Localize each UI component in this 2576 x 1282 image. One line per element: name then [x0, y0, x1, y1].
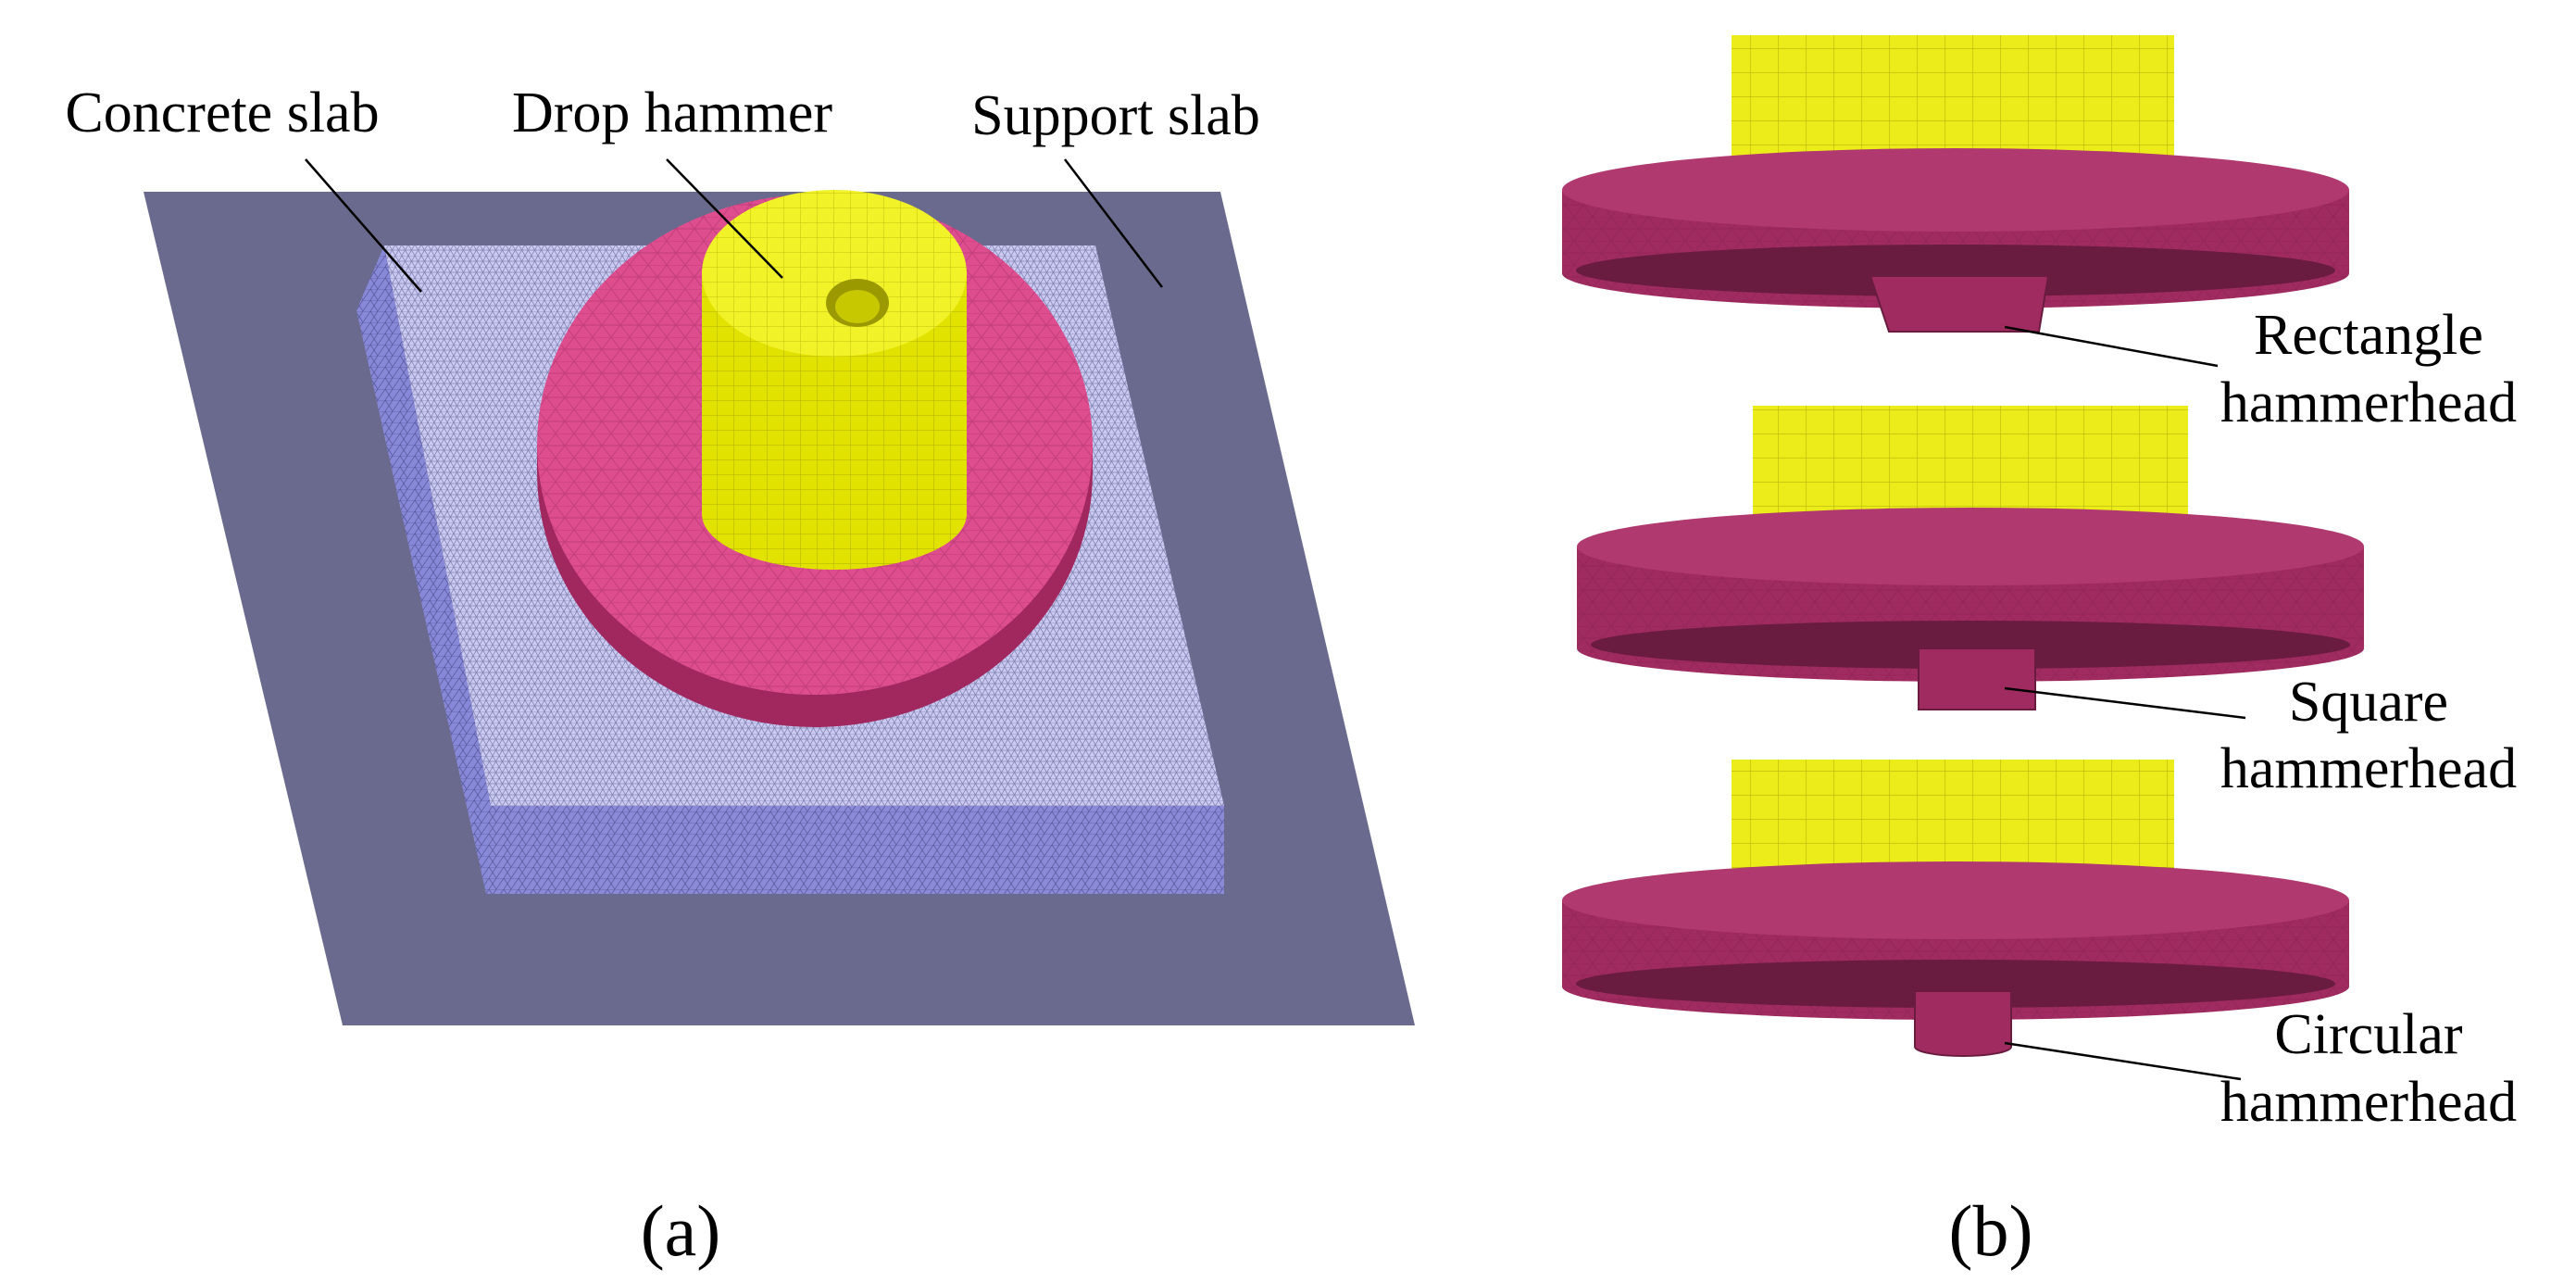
circular-hammerhead-label-line2: hammerhead [2220, 1071, 2517, 1134]
panel-a: Concrete slab Drop hammer Support slab (… [65, 82, 1415, 1271]
rectangle-hammerhead-shape [1869, 275, 2050, 333]
square-hammerhead-label-line2: hammerhead [2220, 737, 2517, 800]
rectangle-hammerhead-label-line1: Rectangle [2254, 304, 2483, 367]
circular-hammerhead-label-line1: Circular [2274, 1003, 2462, 1066]
circular-hammerhead-model [1562, 760, 2349, 1057]
drop-hammer-cylinder [702, 190, 967, 570]
concrete-slab-leader [305, 158, 422, 293]
square-hammerhead-label-line1: Square [2289, 671, 2448, 734]
circular-hammerhead-leader [2004, 1041, 2242, 1081]
circular-hammerhead-shape [1914, 990, 2012, 1057]
support-slab-label: Support slab [971, 84, 1260, 147]
concrete-slab-label: Concrete slab [65, 82, 379, 145]
rectangle-hammerhead-leader [2004, 325, 2219, 368]
support-slab-leader [1064, 158, 1163, 288]
square-hammerhead-model [1577, 406, 2364, 710]
rectangle-hammerhead-label-line2: hammerhead [2220, 371, 2517, 434]
rectangle-hammerhead-model [1562, 35, 2349, 333]
drop-hammer-label: Drop hammer [512, 82, 832, 145]
drop-hammer-leader [666, 158, 783, 279]
square-hammerhead-leader [2004, 686, 2246, 720]
panel-b: Rectangle hammerhead Square hammerhead C… [1562, 35, 2517, 1271]
panel-b-caption: (b) [1949, 1190, 2033, 1271]
square-hammerhead-shape [1918, 647, 2036, 710]
panel-a-caption: (a) [641, 1190, 721, 1271]
